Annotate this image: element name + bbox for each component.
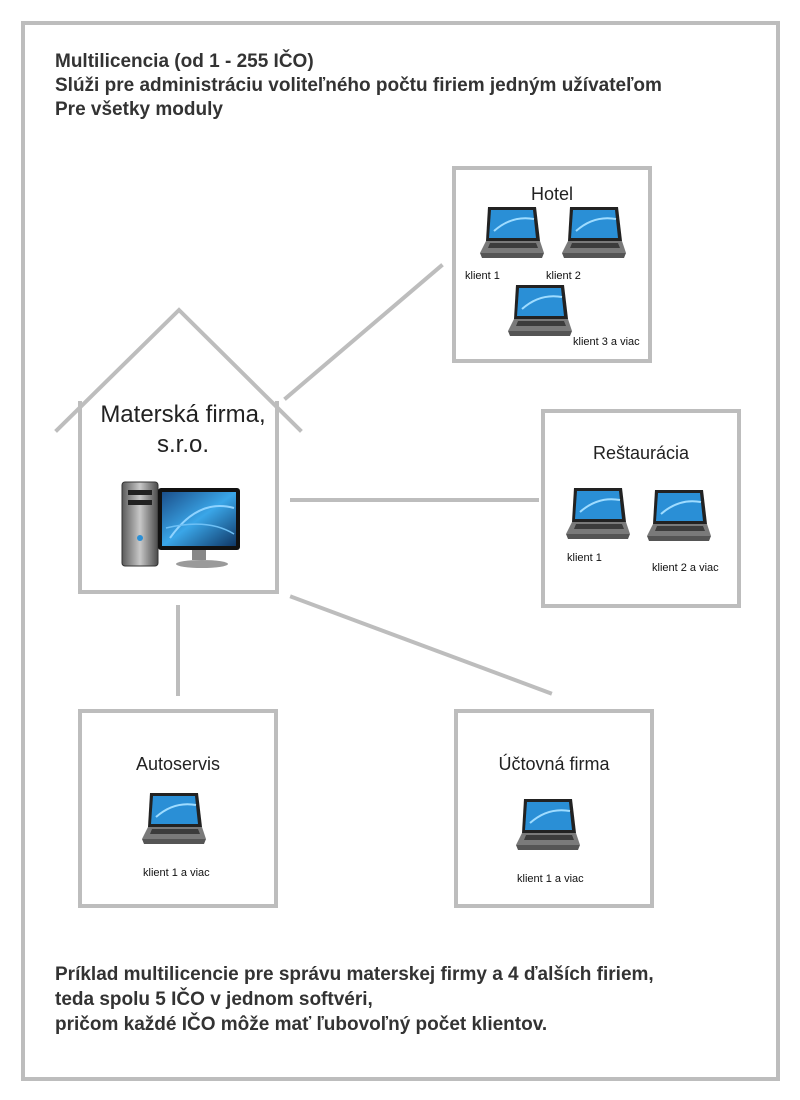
footer-text: Príklad multilicencie pre správu matersk…	[55, 962, 654, 1037]
connector-uctovna	[289, 594, 553, 696]
laptop-icon	[508, 285, 572, 336]
footer-line-3: pričom každé IČO môže mať ľubovoľný poče…	[55, 1014, 548, 1035]
autoservis-title: Autoservis	[135, 754, 221, 774]
restauracia-client-2-label: klient 2 a viac	[652, 562, 719, 574]
desktop-computer-icon	[121, 481, 240, 568]
footer-line-1: Príklad multilicencie pre správu matersk…	[55, 964, 654, 985]
laptop-icon	[142, 793, 206, 844]
header-line-2: Slúži pre administráciu voliteľného počt…	[55, 75, 662, 96]
house-roof	[54, 307, 303, 433]
hotel-client-1-label: klient 1	[465, 270, 500, 282]
connector-hotel	[283, 263, 444, 401]
footer-line-2: teda spolu 5 IČO v jednom softvéri,	[55, 989, 373, 1010]
restauracia-title: Reštaurácia	[592, 443, 690, 463]
house-walls	[78, 401, 279, 594]
header-text: Multilicencia (od 1 - 255 IČO) Slúži pre…	[55, 50, 662, 122]
laptop-icon	[566, 488, 630, 539]
uctovna-title: Účtovná firma	[498, 754, 610, 774]
laptop-icon	[480, 207, 544, 258]
hotel-client-2-label: klient 2	[546, 270, 581, 282]
autoservis-client-1-label: klient 1 a viac	[143, 867, 210, 879]
restauracia-client-1-label: klient 1	[567, 552, 602, 564]
parent-title-line-2: s.r.o.	[156, 431, 210, 458]
laptop-icon	[516, 799, 580, 850]
laptop-icon	[562, 207, 626, 258]
hotel-title: Hotel	[530, 184, 574, 204]
page-frame	[21, 21, 780, 1081]
header-line-3: Pre všetky moduly	[55, 99, 223, 120]
header-line-1: Multilicencia (od 1 - 255 IČO)	[55, 51, 314, 72]
uctovna-client-1-label: klient 1 a viac	[517, 873, 584, 885]
parent-title: Materská firma, s.r.o.	[78, 400, 288, 460]
laptop-icon	[647, 490, 711, 541]
parent-title-line-1: Materská firma,	[100, 401, 266, 428]
hotel-client-3-label: klient 3 a viac	[573, 336, 640, 348]
